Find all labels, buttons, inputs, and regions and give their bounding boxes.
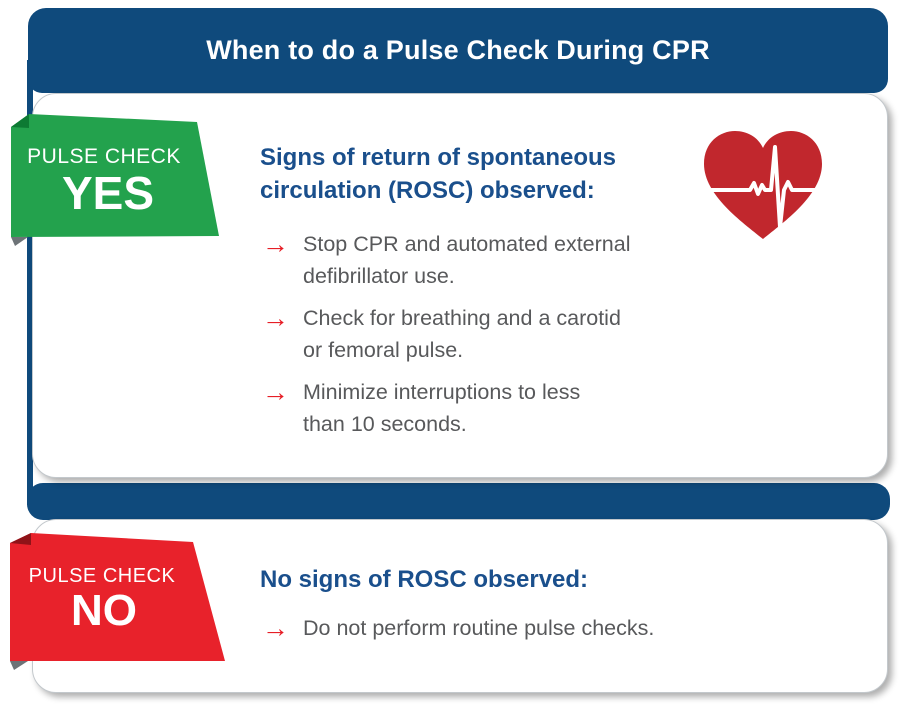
no-rosc-heading: No signs of ROSC observed: (260, 566, 589, 593)
bullet-text: Minimize interruptions to less than 10 s… (303, 380, 581, 436)
rosc-observed-heading: Signs of return of spontaneous circulati… (260, 144, 617, 204)
red-arrow-icon: → (262, 613, 289, 643)
red-arrow-icon: → (262, 303, 289, 333)
red-arrow-icon: → (262, 229, 289, 259)
yes-flag-ribbon-icon (11, 114, 219, 246)
bullet-item: → Check for breathing and a carotid or f… (262, 302, 742, 366)
no-flag-label: PULSE CHECK (28, 565, 176, 587)
bullet-text: Stop CPR and automated external defibril… (303, 232, 631, 288)
no-bullet-list: → Do not perform routine pulse checks. (262, 612, 782, 654)
bullet-item: → Minimize interruptions to less than 10… (262, 376, 742, 440)
blue-separator-band (27, 483, 890, 520)
no-flag-word: NO (71, 586, 137, 635)
yes-flag-word: YES (61, 167, 155, 219)
no-flag-ribbon-icon (10, 533, 225, 670)
yes-flag-label: PULSE CHECK (27, 145, 181, 168)
yes-bullet-list: → Stop CPR and automated external defibr… (262, 228, 742, 450)
bullet-item: → Do not perform routine pulse checks. (262, 612, 782, 644)
bullet-item: → Stop CPR and automated external defibr… (262, 228, 742, 292)
header-bar: When to do a Pulse Check During CPR (28, 8, 888, 93)
bullet-text: Check for breathing and a carotid or fem… (303, 306, 621, 362)
red-arrow-icon: → (262, 377, 289, 407)
page-title: When to do a Pulse Check During CPR (206, 35, 710, 65)
heart-ekg-icon (703, 131, 823, 239)
bullet-text: Do not perform routine pulse checks. (303, 616, 655, 640)
left-blue-strip (27, 60, 33, 505)
